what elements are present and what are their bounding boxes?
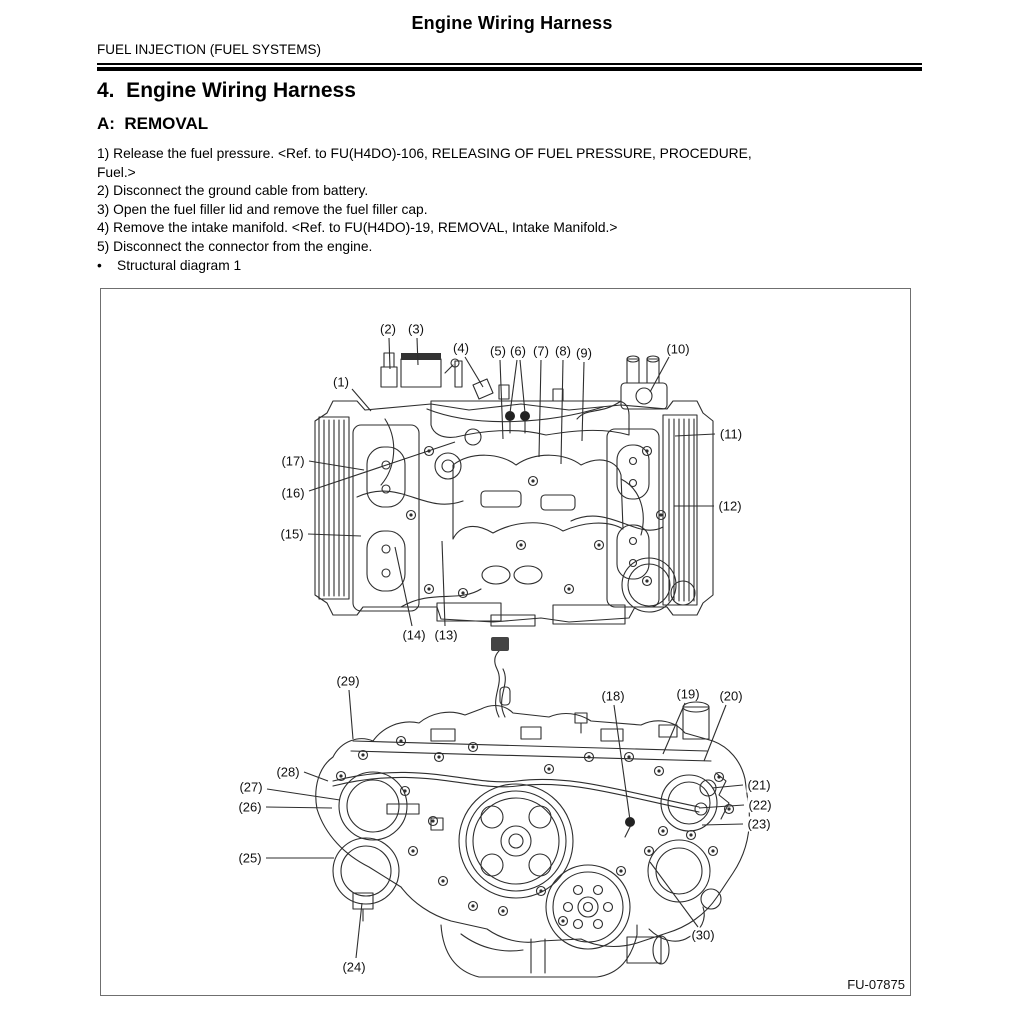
callout-25: (25) [237,850,263,866]
callout-12: (12) [717,498,743,514]
bullet-text: Structural diagram 1 [117,257,242,273]
page-title: Engine Wiring Harness [411,13,613,33]
callout-15: (15) [279,526,305,542]
callout-24: (24) [341,959,367,975]
subheading: A: REMOVAL [97,114,209,133]
callout-2: (2) [379,321,397,337]
callout-17: (17) [280,453,306,469]
callout-26: (26) [237,799,263,815]
section-label: FUEL INJECTION (FUEL SYSTEMS) [97,42,322,57]
step-line: 1) Release the fuel pressure. <Ref. to F… [97,146,752,180]
procedure-steps: 1) Release the fuel pressure. <Ref. to F… [97,145,927,275]
callout-28: (28) [275,764,301,780]
step-line: 5) Disconnect the connector from the eng… [97,238,373,254]
callout-13: (13) [433,627,459,643]
bullet-icon: • [97,257,102,273]
callout-23: (23) [746,816,772,832]
callout-5: (5) [489,343,507,359]
callout-4: (4) [452,340,470,356]
callout-29: (29) [335,673,361,689]
callout-leader-lines [265,337,745,959]
callout-19: (19) [675,686,701,702]
step-line: 3) Open the fuel filler lid and remove t… [97,201,428,217]
callout-22: (22) [747,797,773,813]
figure-code: FU-07875 [847,977,905,992]
step-line: 4) Remove the intake manifold. <Ref. to … [97,220,618,236]
callout-27: (27) [238,779,264,795]
engine-front-view-art [315,637,750,978]
callout-6: (6) [509,343,527,359]
engine-top-view-art [314,352,714,627]
engine-diagram-art [265,337,750,978]
callout-3: (3) [407,321,425,337]
callout-16: (16) [280,485,306,501]
callout-11: (11) [718,426,744,442]
callout-7: (7) [532,343,550,359]
step-line: 2) Disconnect the ground cable from batt… [97,183,369,199]
callout-20: (20) [718,688,744,704]
callout-9: (9) [575,345,593,361]
callout-14: (14) [401,627,427,643]
callout-18: (18) [600,688,626,704]
structural-diagram-1: FU-07875 (1) (2) (3) (4) (5)(6) (7)(8)(9) (10)… [100,288,911,996]
callout-1: (1) [332,374,350,390]
section-divider [97,63,922,71]
bullet-item: • Structural diagram 1 [97,257,927,276]
callout-10: (10) [665,341,691,357]
heading: 4. Engine Wiring Harness [97,79,356,102]
callout-21: (21) [746,777,772,793]
callout-30: (30) [690,927,716,943]
callout-8: (8) [554,343,572,359]
